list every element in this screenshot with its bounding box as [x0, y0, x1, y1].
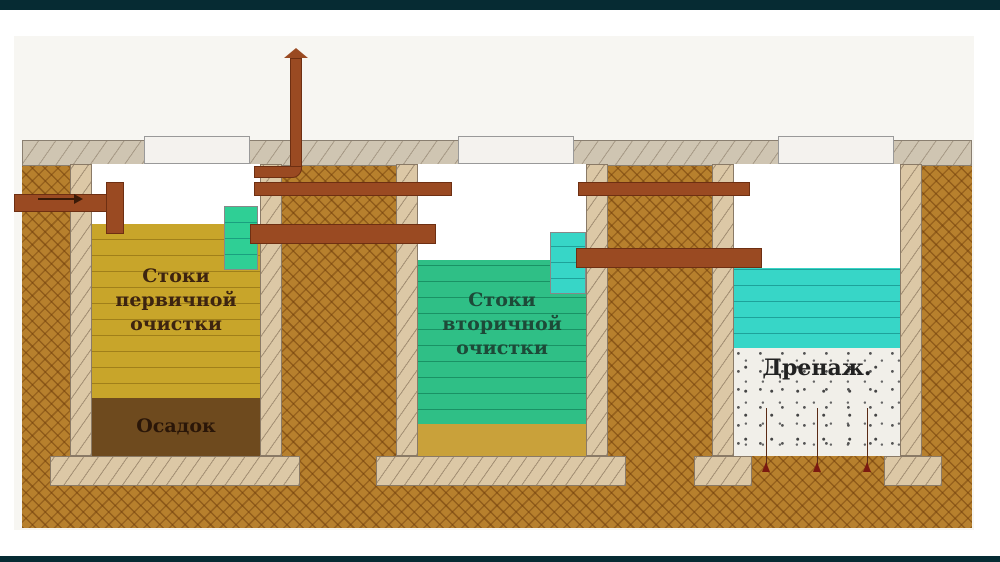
ground-slab-mid-1 [238, 140, 490, 166]
chamber2-label-line2: вторичной [442, 313, 562, 335]
chamber3-wall-left [712, 164, 734, 456]
inlet-pipe [14, 194, 118, 212]
chamber2-wall-right [586, 164, 608, 456]
inlet-arrow-icon [74, 194, 83, 204]
chamber3-water [734, 268, 900, 348]
drain-arrow-icon [813, 462, 821, 472]
hatch-cover-1 [144, 136, 250, 164]
hatch-cover-2 [458, 136, 574, 164]
chamber2-secondary-effluent [418, 260, 586, 424]
chamber1-sludge-label: Осадок [136, 415, 216, 437]
chamber3-footing-right [884, 456, 942, 486]
vent-pipe [290, 58, 302, 170]
chamber3-wall-right [900, 164, 922, 456]
vent-cap-icon [284, 48, 308, 58]
chamber2-label: Стоки вторичной очистки [418, 288, 586, 360]
chamber2-wall-left [396, 164, 418, 456]
bottom-frame-bar [0, 556, 1000, 562]
transfer-pipe-1 [250, 224, 436, 244]
chamber1-label-line1: Стоки [142, 265, 210, 287]
chamber1-wall-left [70, 164, 92, 456]
chamber2-footing [376, 456, 626, 486]
transfer-pipe-2 [576, 248, 762, 268]
chamber2-label-line1: Стоки [468, 289, 536, 311]
drain-arrow-icon [863, 462, 871, 472]
hatch-cover-3 [778, 136, 894, 164]
chamber1-outlet-tee [224, 206, 258, 270]
ground-slab-mid-2 [568, 140, 788, 166]
drain-arrow-icon [817, 408, 818, 466]
ground-slab-right [890, 140, 972, 166]
chamber1-footing [50, 456, 300, 486]
chamber3-footing-left [694, 456, 752, 486]
ground-slab-left [22, 140, 160, 166]
drain-arrow-icon [762, 462, 770, 472]
chamber1-wall-right [260, 164, 282, 456]
drain-arrow-icon [867, 408, 868, 466]
chamber3-label: Дренаж. [762, 355, 872, 381]
inlet-pipe-elbow [106, 182, 124, 234]
chamber2-label-line3: очистки [456, 337, 548, 359]
chamber1-label-line2: первичной [115, 289, 237, 311]
overflow-pipe-1-top [254, 182, 452, 196]
vent-pipe-elbow [254, 166, 302, 178]
chamber2-bottom-sediment [418, 424, 586, 456]
chamber1-label-line3: очистки [130, 313, 222, 335]
top-frame-bar [0, 0, 1000, 10]
chamber1-sludge [92, 398, 260, 456]
inlet-arrow-icon [38, 198, 78, 200]
drain-arrow-icon [766, 408, 767, 466]
diagram-panel: Стоки первичной очистки Осадок Стоки вто… [14, 36, 974, 530]
overflow-pipe-2-top [578, 182, 750, 196]
chamber1-label: Стоки первичной очистки [92, 264, 260, 336]
